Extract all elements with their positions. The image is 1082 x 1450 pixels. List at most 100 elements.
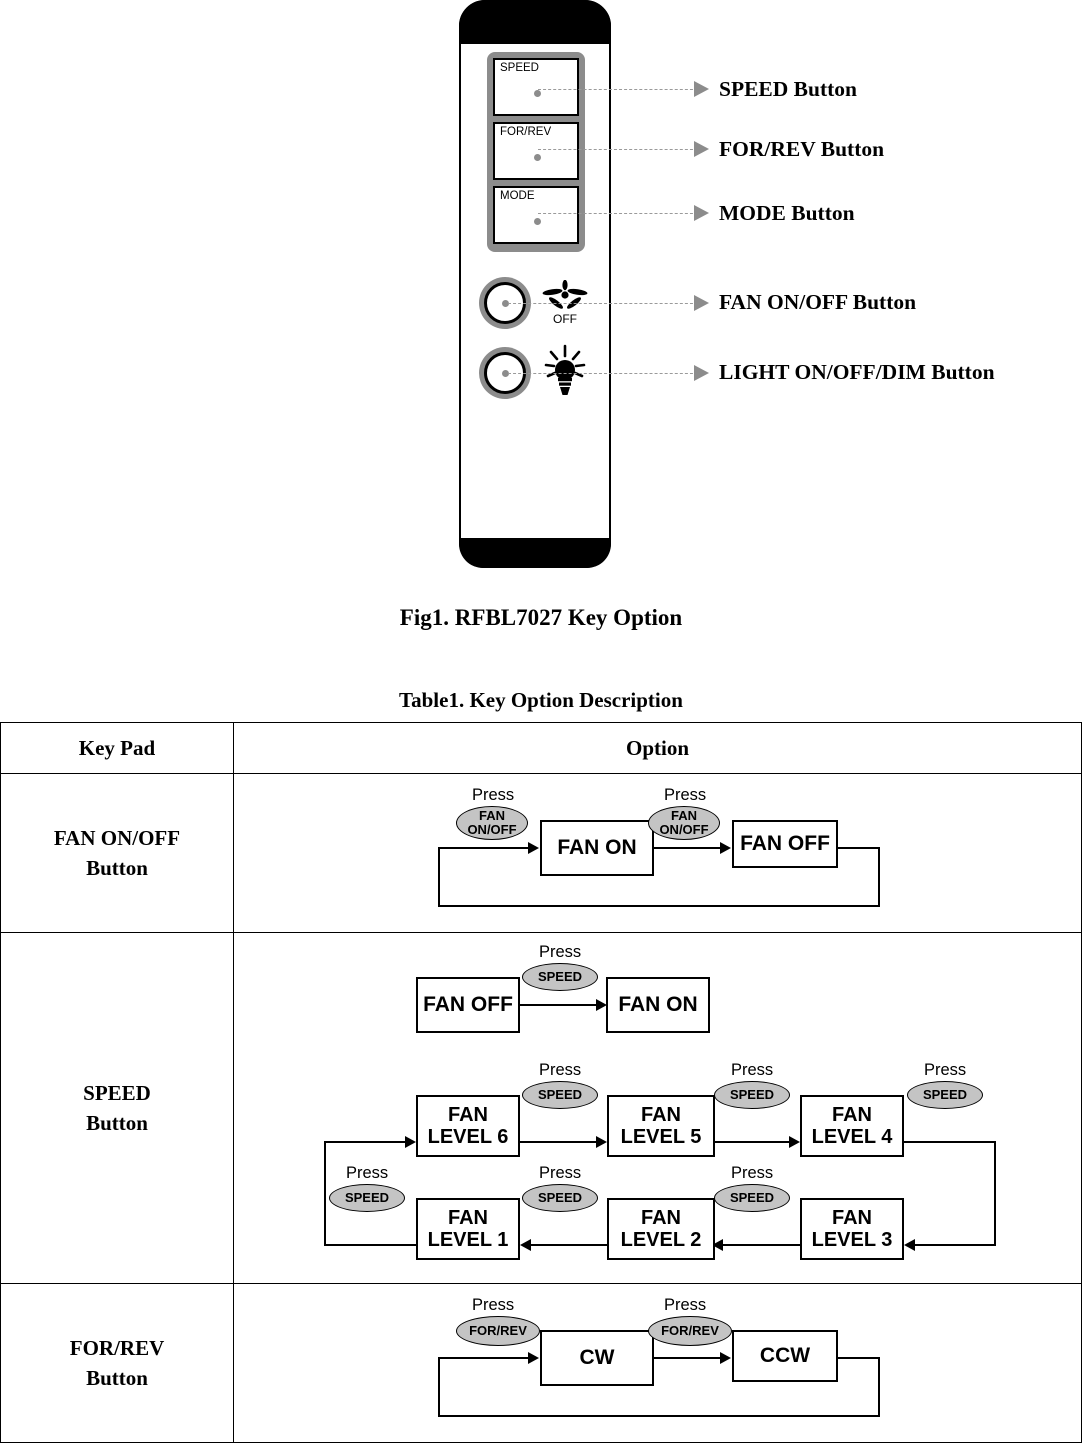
for-rev-key-dot [534,154,541,161]
callout-arrow-fan [694,295,709,311]
keypad-cell-speed: SPEED Button [0,932,234,1284]
state-box-fan-level-3: FAN LEVEL 3 [800,1198,904,1260]
state-box-cw: CW [540,1330,654,1386]
ellipse-fan-on-off-1: FAN ON/OFF [456,806,528,840]
flow-arrow-2-1 [520,1239,531,1251]
callout-line-mode [538,213,698,214]
for-rev-key-label: FOR/REV [500,126,552,138]
wrap-left-vert [324,1141,327,1244]
loop-line-left [438,1357,441,1417]
diagram-speed: Press SPEED FAN OFF FAN ON Press SPEED P… [234,933,1081,1283]
wrap-left-top [324,1141,405,1144]
flow-line-power [520,1004,596,1007]
flow-line-2-1 [531,1244,607,1247]
callout-arrow-light [694,365,709,381]
table-row-speed: SPEED Button Press SPEED FAN OFF FAN ON … [0,932,1082,1284]
level-line2: LEVEL 1 [427,1229,509,1251]
ellipse-for-rev-2: FOR/REV [648,1316,732,1346]
flow-arrow-in [528,842,539,854]
press-label-l5: Press [731,1061,774,1079]
callout-line-fan [508,303,698,304]
level-line1: FAN [448,1103,488,1126]
loop-line-right [838,1357,880,1360]
loop-line-left [438,847,441,907]
flow-arrow-5-4 [789,1136,800,1148]
state-box-fan-level-4: FAN LEVEL 4 [800,1095,904,1157]
ellipse-line2: ON/OFF [659,822,709,837]
callout-arrow-mode [694,205,709,221]
keypad-label-line2: Button [86,1111,148,1135]
press-label-2: Press [664,786,707,804]
flow-line-3-2 [723,1244,800,1247]
ellipse-speed-l1: SPEED [329,1184,405,1212]
option-cell-for-rev: Press FOR/REV Press FOR/REV CW CCW [233,1283,1082,1443]
ellipse-speed-l2: SPEED [522,1184,598,1212]
state-box-fan-on: FAN ON [540,820,654,876]
for-rev-key[interactable]: FOR/REV [493,122,579,180]
speed-key[interactable]: SPEED [493,58,579,116]
light-bulb-icon-group [541,344,589,400]
level-line2: LEVEL 3 [811,1229,893,1251]
callout-label-for-rev: FOR/REV Button [719,137,885,161]
state-box-fan-off: FAN OFF [416,977,520,1033]
ellipse-speed-l6: SPEED [522,1081,598,1109]
fan-button-center-dot [502,300,509,307]
flow-line-in [438,847,528,850]
press-label-2: Press [664,1296,707,1314]
flow-arrow-on-off [720,842,731,854]
keypad-cell-fan-on-off: FAN ON/OFF Button [0,773,234,933]
diagram-for-rev: Press FOR/REV Press FOR/REV CW CCW [234,1284,1081,1442]
state-box-fan-level-5: FAN LEVEL 5 [607,1095,715,1157]
state-box-fan-off: FAN OFF [732,820,838,868]
press-label-1: Press [472,786,515,804]
flow-line-in [438,1357,528,1360]
level-line2: LEVEL 4 [811,1126,893,1148]
figure-caption: Fig1. RFBL7027 Key Option [399,605,683,630]
ellipse-fan-on-off-2: FAN ON/OFF [648,806,720,840]
key-option-table: Key Pad Option FAN ON/OFF Button Press F… [0,722,1082,1443]
wrap-right-bottom [915,1244,996,1247]
state-box-fan-level-2: FAN LEVEL 2 [607,1198,715,1260]
level-line1: FAN [832,1206,872,1229]
flow-arrow-power [596,999,607,1011]
ellipse-speed-l3: SPEED [714,1184,790,1212]
callout-arrow-speed [694,81,709,97]
wrap-left-bottom [324,1244,416,1247]
level-line2: LEVEL 5 [620,1126,702,1148]
flow-line-cw-ccw [654,1357,720,1360]
level-line1: FAN [448,1206,488,1229]
speed-key-dot [534,90,541,97]
press-label-l4: Press [924,1061,967,1079]
ellipse-speed-power: SPEED [522,963,598,991]
callout-label-mode: MODE Button [719,201,855,225]
table-row-for-rev: FOR/REV Button Press FOR/REV Press FOR/R… [0,1283,1082,1443]
press-label-1: Press [472,1296,515,1314]
flow-arrow-cw-ccw [720,1352,731,1364]
press-label-l1: Press [346,1164,389,1182]
remote-top-cap [459,0,611,44]
flow-line-5-4 [715,1141,789,1144]
remote-bottom-cap [459,538,611,568]
keypad-label-line1: SPEED [83,1080,151,1105]
figure-remote-control: SPEED FOR/REV MODE [0,0,1082,585]
header-option: Option [233,722,1082,774]
state-box-fan-level-6: FAN LEVEL 6 [416,1095,520,1157]
level-line1: FAN [641,1103,681,1126]
keypad-label-line1: FOR/REV [69,1335,165,1360]
ellipse-for-rev-1: FOR/REV [456,1316,540,1346]
remote-control-device: SPEED FOR/REV MODE [459,0,611,568]
light-bulb-icon [544,344,586,395]
flow-arrow-6-5 [596,1136,607,1148]
ceiling-fan-icon-group: OFF [541,279,589,328]
option-cell-fan-on-off: Press FAN ON/OFF Press FAN ON/OFF [233,773,1082,933]
diagram-fan-on-off: Press FAN ON/OFF Press FAN ON/OFF [234,774,1081,932]
header-key-pad: Key Pad [0,722,234,774]
loop-line-down [878,847,881,907]
flow-line-6-5 [520,1141,596,1144]
keypad-bezel: SPEED FOR/REV MODE [487,52,585,252]
mode-key[interactable]: MODE [493,186,579,244]
press-label-l3: Press [731,1164,774,1182]
ellipse-speed-l5: SPEED [714,1081,790,1109]
keypad-cell-for-rev: FOR/REV Button [0,1283,234,1443]
keypad-label-line2: Button [86,1366,148,1390]
